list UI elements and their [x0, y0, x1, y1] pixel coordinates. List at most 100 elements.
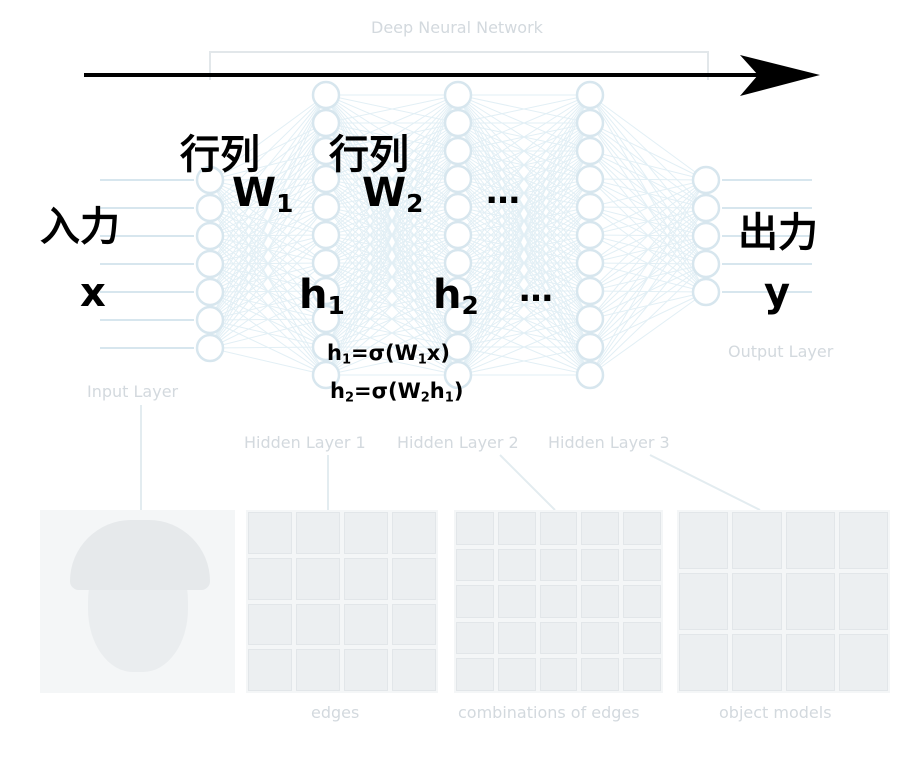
neuron-node — [311, 332, 341, 362]
feature-tile — [497, 548, 536, 582]
feature-tile — [785, 512, 835, 569]
neuron-node — [443, 220, 473, 250]
hidden-layer-1-label: Hidden Layer 1 — [244, 433, 366, 452]
feature-tile — [838, 573, 888, 630]
feature-tile — [679, 573, 729, 630]
neuron-node — [195, 165, 225, 195]
feature-tile — [344, 649, 388, 691]
object-models-caption: object models — [719, 703, 832, 722]
equation-h1: h1=σ(W1x) — [327, 341, 450, 368]
feature-tile — [497, 621, 536, 655]
neuron-node — [443, 276, 473, 306]
connection-line — [209, 94, 327, 265]
neuron-node — [443, 332, 473, 362]
connection-line — [325, 318, 459, 376]
connection-line — [325, 122, 459, 376]
connection-line — [589, 150, 707, 181]
feature-tile — [581, 621, 620, 655]
combinations-caption: combinations of edges — [458, 703, 640, 722]
feature-tile — [456, 548, 494, 582]
feature-tile — [838, 512, 888, 569]
neuron-node — [195, 193, 225, 223]
neuron-node — [311, 304, 341, 334]
feature-tile — [539, 512, 578, 545]
connection-line — [589, 291, 707, 376]
connection-line — [457, 94, 591, 264]
connection-line — [589, 207, 707, 376]
neuron-node — [443, 80, 473, 110]
neuron-nodes — [195, 80, 721, 390]
feature-tile — [623, 621, 661, 655]
feature-tile — [581, 512, 620, 545]
neuron-node — [195, 249, 225, 279]
connector-h2 — [499, 454, 556, 511]
feature-tile — [456, 512, 494, 545]
connection-line — [457, 94, 591, 152]
neuron-node — [443, 192, 473, 222]
neuron-node — [311, 248, 341, 278]
feature-tile — [785, 573, 835, 630]
connection-line — [457, 94, 591, 292]
connection-line — [589, 94, 707, 181]
connection-line — [209, 94, 327, 181]
feature-tile — [732, 512, 782, 569]
connection-line — [457, 234, 591, 376]
neuron-node — [311, 164, 341, 194]
connection-line — [457, 94, 591, 236]
connection-line — [209, 206, 327, 349]
connection-line — [457, 94, 591, 208]
connection-line — [589, 263, 707, 376]
feature-tile — [296, 512, 340, 554]
input-face-panel — [40, 510, 235, 693]
neuron-node — [575, 220, 605, 250]
feature-tile — [581, 585, 620, 618]
feature-tile — [732, 573, 782, 630]
connection-line — [325, 94, 459, 180]
feature-tile — [623, 658, 661, 691]
network-title: Deep Neural Network — [371, 18, 543, 37]
connection-line — [457, 318, 591, 376]
hidden-1-variable: h1 — [299, 272, 345, 321]
connection-line — [209, 122, 327, 349]
feature-tile — [248, 603, 292, 646]
neuron-node — [443, 108, 473, 138]
connection-line — [325, 94, 459, 152]
connection-line — [589, 178, 707, 181]
feature-tile — [296, 649, 340, 691]
input-variable: x — [80, 270, 106, 316]
feature-tile — [497, 585, 536, 618]
neuron-node — [443, 248, 473, 278]
connection-line — [325, 234, 459, 376]
feature-tile — [248, 512, 292, 554]
connection-line — [589, 235, 707, 376]
feature-tile — [456, 658, 494, 691]
neuron-node — [575, 164, 605, 194]
neuron-node — [575, 360, 605, 390]
neuron-node — [311, 136, 341, 166]
connection-line — [457, 150, 591, 376]
feature-tile — [497, 658, 536, 691]
connection-line — [325, 94, 459, 292]
connection-line — [457, 206, 591, 376]
feature-tile — [456, 585, 494, 618]
neuron-node — [575, 248, 605, 278]
connection-line — [209, 150, 327, 349]
neuron-node — [691, 165, 721, 195]
connection-line — [589, 179, 707, 264]
connection-line — [325, 94, 459, 208]
connection-line — [209, 347, 327, 376]
feature-tile — [248, 557, 292, 600]
neuron-node — [443, 360, 473, 390]
connection-line — [325, 346, 459, 376]
edges-caption: edges — [311, 703, 360, 722]
feature-tile — [392, 512, 436, 554]
connection-line — [325, 290, 459, 376]
connection-line — [325, 178, 459, 376]
connection-line — [457, 94, 591, 348]
feature-tile — [539, 548, 578, 582]
connection-line — [589, 179, 707, 236]
connection-line — [457, 94, 591, 320]
connection-line — [589, 179, 707, 208]
